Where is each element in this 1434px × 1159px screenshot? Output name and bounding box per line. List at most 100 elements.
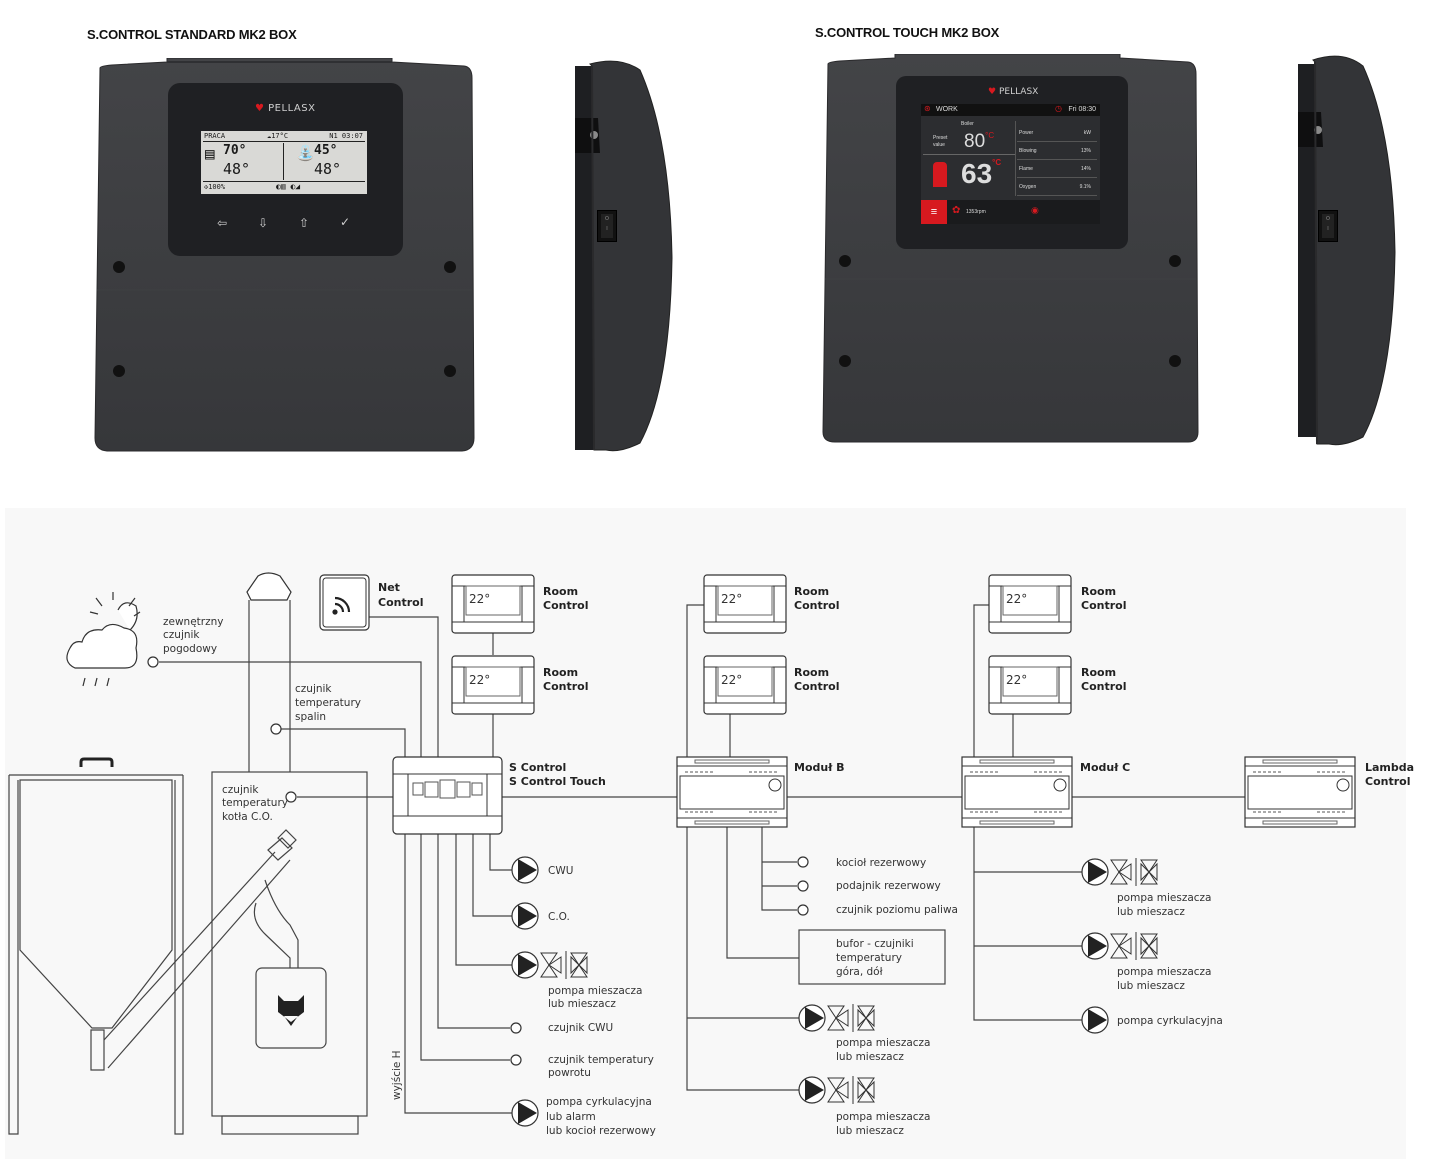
lcd-dhw-actual: 48° (314, 160, 342, 178)
room-temp: 22° (1006, 673, 1027, 687)
room-temp: 22° (469, 673, 490, 687)
room-temp: 22° (721, 673, 742, 687)
co-label: C.O. (548, 911, 570, 923)
fox-logo-icon (278, 995, 304, 1026)
pump-mixer-b1-icon (798, 1003, 875, 1033)
pump-status-icon: ◐▥ ◐◢ (276, 182, 301, 191)
fan-icon: ✿ (952, 205, 961, 216)
parameter-label: Power (1019, 130, 1034, 136)
boiler-icon: ▤ (205, 144, 215, 163)
lcd-status: PRACA (204, 132, 226, 140)
fan-icon: ✣ (204, 183, 209, 191)
clock-icon: ◷ (1055, 104, 1062, 113)
touch-parameter-row: Flame 14% (1017, 160, 1097, 178)
standard-device-front (94, 58, 475, 452)
heart-logo-icon: ♥ (255, 103, 265, 114)
lcd-fan: ✣100% (204, 183, 226, 191)
lcd-dhw-set: 45° (314, 143, 338, 158)
preset-value: 80°C (964, 131, 995, 152)
room-control-b1 (703, 574, 787, 634)
pump-mixer-b2-icon (798, 1075, 875, 1105)
backup-feeder-label: podajnik rezerwowy (836, 880, 941, 892)
heart-logo-icon: ♥ (988, 87, 997, 97)
lcd-weather-temp: ☁17°C (267, 132, 289, 140)
cwu-sensor-label: czujnik CWU (548, 1022, 613, 1034)
wiring-lines (8, 600, 1245, 1135)
screw-hole (444, 261, 456, 273)
screw-hole (113, 261, 125, 273)
parameter-label: Oxygen (1019, 184, 1037, 190)
parameter-label: Flame (1019, 166, 1033, 172)
parameter-value: 13% (1080, 148, 1091, 154)
cwu-label: CWU (548, 865, 573, 877)
wifi-icon (332, 596, 351, 615)
actual-value: 63°C (961, 158, 1002, 189)
fuel-sensor-label: czujnik poziomu paliwa (836, 904, 958, 916)
parameter-label: Blowing (1019, 148, 1037, 154)
parameter-value: kW (1083, 130, 1091, 136)
circ-c-label: pompa cyrkulacyjna (1117, 1015, 1223, 1027)
chimney-cap-icon (246, 572, 292, 601)
module-b-unit (676, 756, 788, 828)
screw-hole (1169, 255, 1181, 267)
menu-button[interactable]: ≡ (921, 200, 947, 224)
room-control-s2 (451, 655, 535, 715)
screw-hole (113, 365, 125, 377)
backup-boiler-label: kocioł rezerwowy (836, 857, 926, 869)
lcd-clock: N1 03:07 (329, 132, 363, 140)
pump-icon: ◉ (1031, 205, 1039, 215)
preset-label: Preset value (933, 135, 948, 148)
pump-co-icon (511, 902, 539, 930)
back-button[interactable]: ⇦ (217, 216, 228, 230)
up-button[interactable]: ⇧ (299, 216, 310, 230)
room-temp: 22° (1006, 592, 1027, 606)
screw-hole (444, 365, 456, 377)
confirm-button[interactable]: ✓ (340, 215, 351, 229)
pump-mixer-c2-icon (1081, 931, 1158, 961)
tap-icon: ⛲ (296, 144, 315, 162)
touch-clock: Fri 08:30 (1068, 106, 1096, 113)
room-control-b2 (703, 655, 787, 715)
brand-logo-standard: ♥ PELLASX (255, 103, 316, 114)
lcd-boiler-actual: 48° (223, 160, 251, 178)
standard-lcd: PRACA ☁17°C N1 03:07 ▤ 70° 48° ⛲ 45° 48°… (201, 131, 367, 194)
touch-screen[interactable]: ⊛ WORK ◷ Fri 08:30 Boiler Preset value 8… (921, 104, 1100, 224)
room-temp: 22° (721, 592, 742, 606)
module-b-label: Moduł B (794, 761, 845, 774)
lcd-boiler-set: 70° (223, 143, 247, 158)
fan-speed: 1353rpm (966, 209, 986, 215)
room-temp: 22° (469, 592, 490, 606)
parameter-value: 14% (1080, 166, 1091, 172)
touch-parameter-row: Blowing 13% (1017, 142, 1097, 160)
pump-cwu-icon (511, 856, 539, 884)
down-button[interactable]: ⇩ (258, 216, 269, 230)
brand-logo-touch: ♥ PELLASX (988, 87, 1039, 97)
output-h-label: wyjście H (391, 1050, 403, 1100)
pump-circ-c-icon (1081, 1006, 1109, 1034)
room-control-c2 (988, 655, 1072, 715)
work-status-icon: ⊛ (924, 104, 931, 113)
tank-icon (933, 162, 947, 187)
